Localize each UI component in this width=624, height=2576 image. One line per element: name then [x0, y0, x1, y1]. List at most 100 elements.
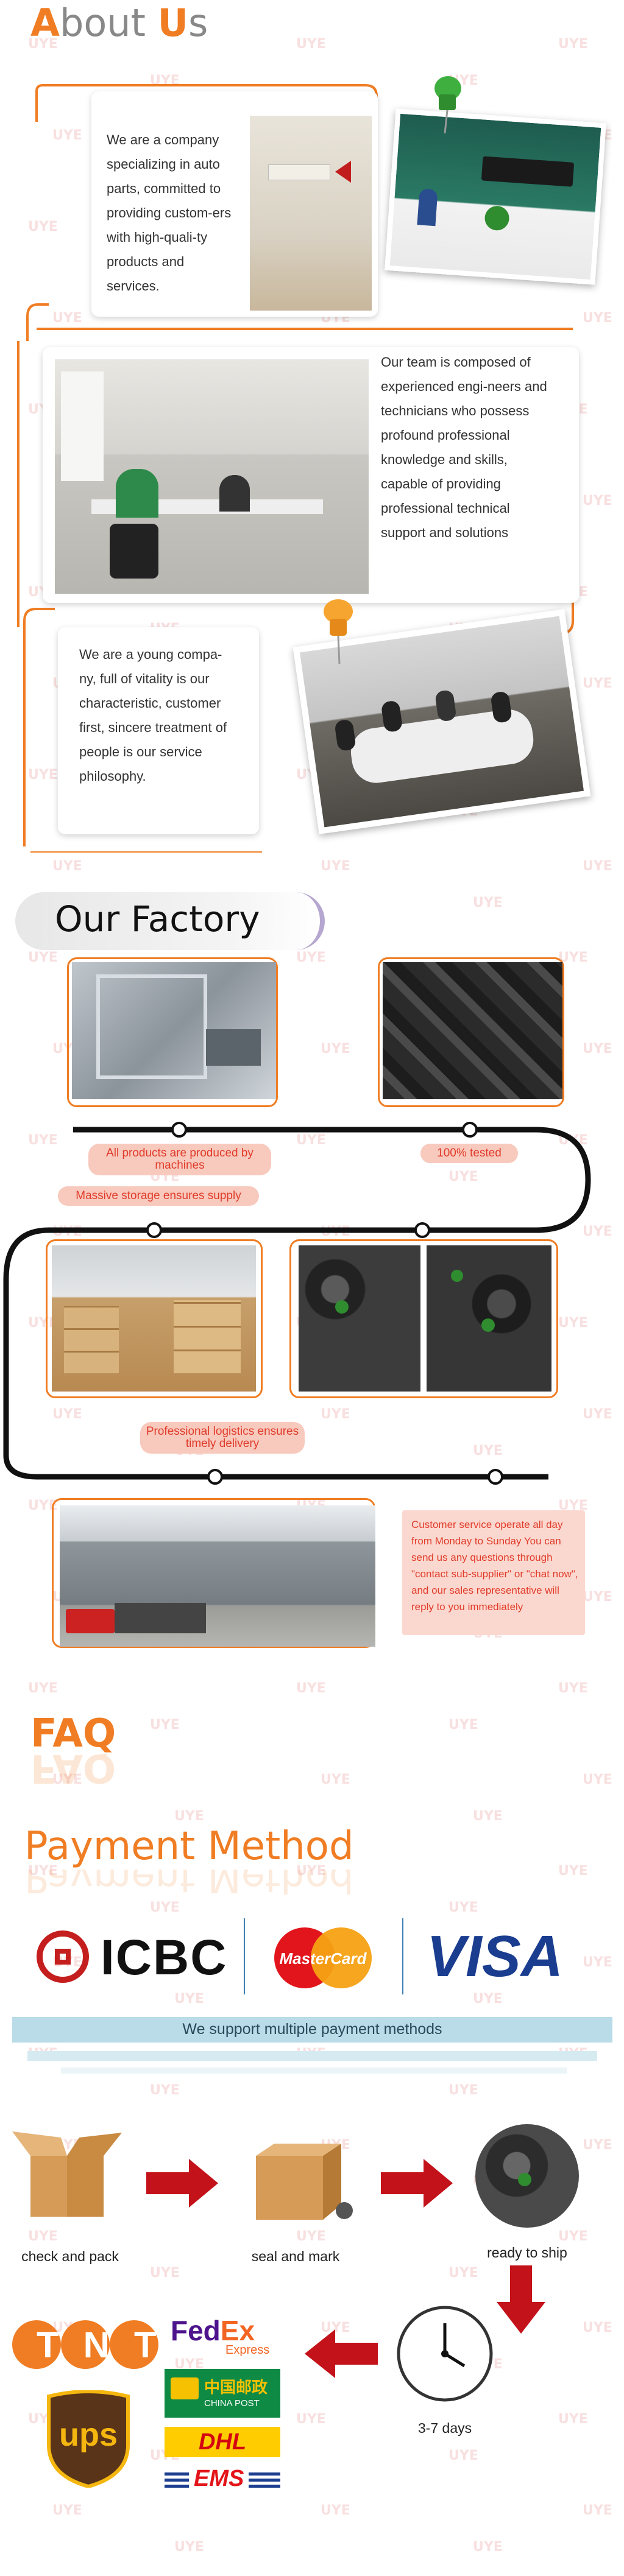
- step-label-storage: Massive storage ensures supply: [58, 1186, 259, 1206]
- step-ready-ship: ready to ship: [487, 2245, 567, 2261]
- dhl-text: DHL: [198, 2429, 247, 2455]
- icbc-logo-inner: [55, 1949, 71, 1965]
- ems-text: EMS: [189, 2466, 249, 2492]
- watermark-text: UYE: [321, 2503, 350, 2518]
- watermark-text: UYE: [28, 1681, 58, 1696]
- watermark-text: UYE: [583, 2503, 612, 2518]
- watermark-text: UYE: [583, 493, 612, 509]
- timeline-dot-4: [414, 1222, 430, 1238]
- watermark-text: UYE: [558, 1863, 588, 1879]
- payment-title: Payment Method: [24, 1824, 354, 1869]
- customer-service-box: [402, 1510, 585, 1635]
- plant-icon: [484, 205, 510, 231]
- office-photo-1: [250, 116, 372, 311]
- watermark-text: UYE: [473, 1443, 503, 1459]
- watermark-text: UYE: [296, 1681, 326, 1696]
- watermark-text: UYE: [583, 1589, 612, 1605]
- watermark-text: UYE: [174, 1809, 204, 1824]
- ups-logo: ups: [46, 2390, 131, 2488]
- watermark-text: UYE: [52, 128, 82, 143]
- factory-frame-1: [67, 957, 278, 1107]
- person-icon-c: [434, 689, 457, 722]
- step-label-machines: All products are produced by machines: [88, 1144, 271, 1175]
- step-label-tested: 100% tested: [420, 1144, 518, 1163]
- mc-circle-yellow: [311, 1927, 372, 1988]
- watermark-text: UYE: [473, 1809, 503, 1824]
- watermark-text: UYE: [583, 1407, 612, 1422]
- green-part-dot: [335, 1300, 349, 1314]
- fedex-fed: Fed: [171, 2315, 221, 2346]
- open-box-icon: [12, 2131, 122, 2217]
- watermark-text: UYE: [296, 1133, 326, 1148]
- watermark-text: UYE: [558, 2229, 588, 2244]
- payment-note-shadow: [27, 2051, 597, 2061]
- watermark-text: UYE: [473, 895, 503, 910]
- watermark-text: UYE: [473, 2539, 503, 2555]
- timeline-dot-2: [462, 1122, 478, 1138]
- watermark-text: UYE: [28, 219, 58, 234]
- watermark-text: UYE: [321, 1407, 350, 1422]
- faq-title: FAQ: [30, 1711, 116, 1756]
- watermark-text: UYE: [28, 37, 58, 52]
- window-shape: [61, 371, 104, 481]
- truck-icon: [66, 1609, 115, 1633]
- watermark-text: UYE: [52, 1772, 82, 1787]
- watermark-text: UYE: [28, 950, 58, 965]
- tnt-circle-3: [110, 2320, 158, 2369]
- ups-shield-icon: [47, 2390, 130, 2488]
- payment-divider-2: [402, 1918, 403, 1994]
- tnt-circle-1: [12, 2320, 61, 2369]
- watermark-text: UYE: [296, 2229, 326, 2244]
- payment-note-bar: [12, 2017, 612, 2043]
- green-pin-icon: [434, 76, 461, 134]
- watermark-text: UYE: [583, 676, 612, 691]
- watermark-text: UYE: [583, 1224, 612, 1239]
- watermark-text: UYE: [583, 859, 612, 874]
- reception-sign: [481, 156, 575, 187]
- timeline-dot-3: [146, 1222, 162, 1238]
- chair-icon: [110, 524, 158, 579]
- step-check-pack: check and pack: [21, 2248, 119, 2264]
- watermark-text: UYE: [583, 2138, 612, 2153]
- dhl-logo: DHL: [165, 2427, 280, 2457]
- about-title-u: U: [157, 1, 188, 45]
- box-stack-2: [174, 1300, 241, 1373]
- watermark-text: UYE: [321, 1041, 350, 1057]
- payment-title-reflection: Payment Method: [24, 1870, 354, 1900]
- payment-divider-1: [244, 1918, 245, 1994]
- timeline-dot-5: [207, 1469, 223, 1485]
- watermark-text: UYE: [448, 2083, 478, 2098]
- watermark-text: UYE: [174, 2539, 204, 2555]
- watermark-text: UYE: [583, 2320, 612, 2335]
- delivery-days: 3-7 days: [417, 2420, 472, 2436]
- mastercard-logo-icon: MasterCard: [274, 1927, 372, 1988]
- factory-frame-2: [378, 957, 564, 1107]
- factory-title-accent: [283, 892, 325, 950]
- fedex-logo: FedEx Express: [171, 2314, 292, 2363]
- box-stack: [64, 1306, 119, 1373]
- ems-logo: EMS: [165, 2463, 280, 2494]
- person-icon: [417, 188, 438, 227]
- payment-note: We support multiple payment methods: [182, 2021, 442, 2038]
- tested-parts-photo: [383, 962, 562, 1099]
- tnt-logo: TNT: [12, 2320, 158, 2375]
- watermark-text: UYE: [448, 1900, 478, 1915]
- red-arrow-down-icon: [497, 2265, 545, 2334]
- factory-frame-3: [46, 1239, 263, 1398]
- about-text-2: Our team is composed of experienced engi…: [381, 354, 547, 540]
- watermark-text: UYE: [296, 950, 326, 965]
- about-card-3: [58, 627, 259, 834]
- about-title-bout: bout: [59, 1, 158, 45]
- red-arrow-left-icon: [305, 2329, 378, 2378]
- mastercard-text: MasterCard: [279, 1949, 367, 1968]
- watermark-text: UYE: [583, 311, 612, 326]
- machine-photo: [72, 962, 276, 1099]
- watermark-text: UYE: [28, 1133, 58, 1148]
- watermark-text: UYE: [174, 1991, 204, 2007]
- machine-part: [206, 1029, 261, 1066]
- watermark-text: UYE: [558, 1315, 588, 1331]
- office-photo-2: [55, 359, 369, 594]
- payment-note-shadow-2: [61, 2067, 567, 2074]
- factory-building-photo: [60, 1505, 375, 1647]
- watermark-text: UYE: [558, 37, 588, 52]
